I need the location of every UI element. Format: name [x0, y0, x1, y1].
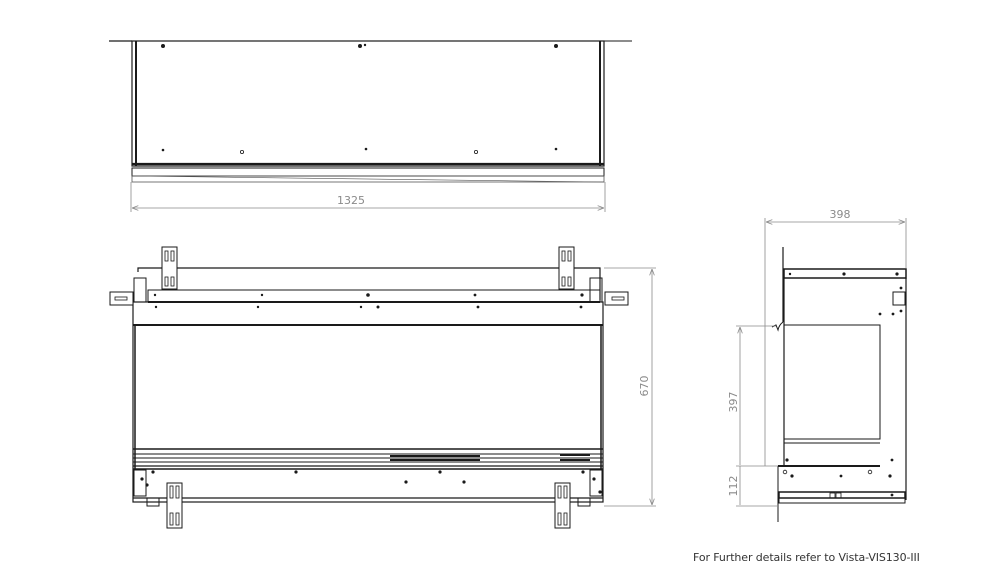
width-dimension: 1325 [130, 182, 606, 212]
mounting-bracket [109, 246, 629, 529]
side-view [771, 247, 907, 522]
vertical-dimensions: 397 112 [727, 325, 778, 507]
top-view [109, 40, 632, 183]
svg-text:397: 397 [727, 392, 740, 413]
svg-text:112: 112 [727, 476, 740, 497]
svg-text:1325: 1325 [337, 194, 365, 207]
depth-dimension: 398 [764, 208, 907, 466]
footnote: For Further details refer to Vista-VIS13… [693, 551, 920, 564]
height-dimension: 670 [604, 267, 656, 507]
svg-text:398: 398 [830, 208, 851, 221]
svg-text:670: 670 [638, 376, 651, 397]
front-view [109, 246, 629, 529]
